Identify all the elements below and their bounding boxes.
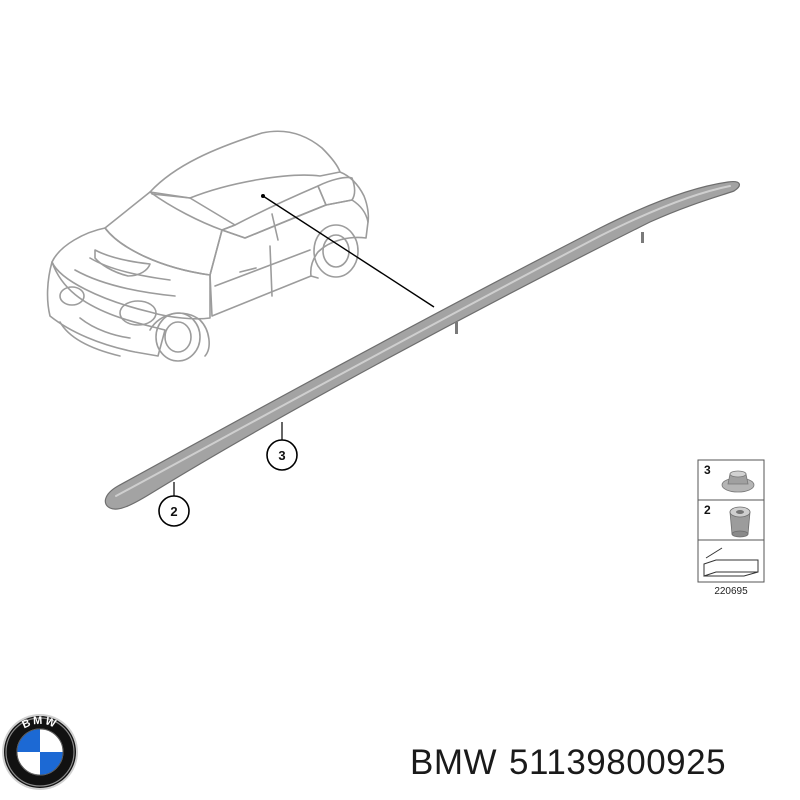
caption-part-number: 51139800925	[509, 743, 727, 782]
leader-line	[262, 195, 435, 308]
roof-rail	[104, 181, 740, 510]
legend-row-2-number: 2	[704, 503, 711, 517]
parts-legend: 3 2 220695	[697, 459, 765, 597]
clip-nut-icon	[721, 470, 755, 493]
car-outline-illustration	[46, 130, 370, 362]
callout-2-label: 2	[170, 504, 177, 519]
bmw-logo: BMW	[2, 714, 78, 790]
leader-dot	[261, 194, 265, 198]
callout-2: 2	[158, 482, 190, 527]
legend-row-3-number: 3	[704, 463, 711, 477]
caption-brand: BMW	[410, 743, 498, 782]
logo-brand-text: BMW	[20, 715, 57, 731]
svg-text:BMW: BMW	[20, 715, 59, 731]
callout-3: 3	[266, 422, 298, 471]
rail-stud	[455, 322, 458, 334]
bushing-icon	[729, 506, 751, 538]
part-caption: BMW 51139800925	[410, 738, 795, 788]
diagram-code: 220695	[714, 586, 748, 597]
callout-3-label: 3	[278, 448, 285, 463]
shim-arrow-icon	[703, 547, 759, 577]
rail-stud	[641, 232, 644, 243]
